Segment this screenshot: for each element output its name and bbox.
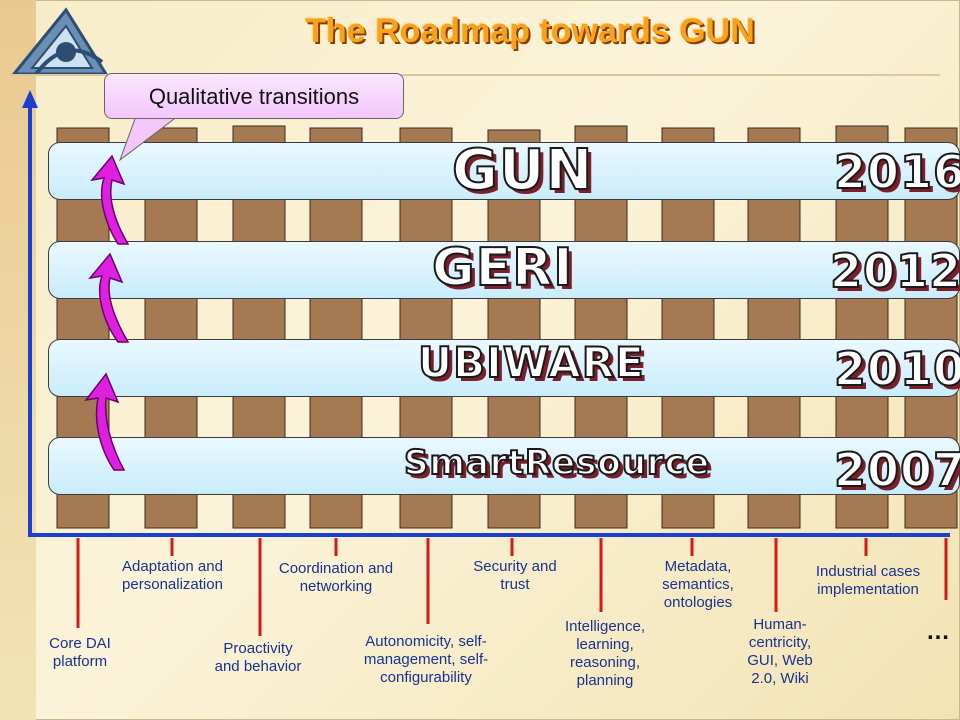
transition-arrow-icon: [84, 372, 126, 471]
stage-year-2016: 2016: [833, 144, 960, 200]
stage-name-smartresource: SmartResource: [403, 442, 710, 484]
topic-human-centricity: Human-centricity, GUI, Web 2.0, Wiki: [747, 616, 813, 687]
topic-industrial-cases: Industrial cases implementation: [815, 563, 921, 598]
title-rule: [10, 74, 940, 76]
topic-security-trust: Security and trust: [473, 558, 557, 593]
topic-metadata-semantics: Metadata, semantics, ontologies: [662, 558, 734, 611]
axes: [28, 100, 950, 537]
stage-band-gun: [48, 142, 960, 200]
transition-arrow-icon: [88, 252, 130, 343]
slide-title: The Roadmap towards GUN: [305, 12, 755, 50]
more-topics-ellipsis: …: [926, 618, 950, 645]
stage-year-2007: 2007: [833, 442, 960, 498]
topic-coordination-networking: Coordination and networking: [278, 560, 394, 595]
topic-proactivity-behavior: Proactivity and behavior: [214, 640, 302, 675]
stage-band-smartresource: [48, 437, 960, 495]
y-axis-arrowhead: [22, 90, 38, 108]
stage-year-2012: 2012: [829, 243, 960, 299]
transition-arrow-icon: [90, 154, 130, 245]
topic-ticks: [76, 538, 948, 636]
stage-band-ubiware: [48, 339, 960, 397]
qualitative-transitions-callout: Qualitative transitions: [104, 73, 404, 119]
stage-name-ubiware: UBIWARE: [417, 337, 645, 388]
topic-core-dai-platform: Core DAI platform: [49, 635, 111, 670]
stage-band-geri: [48, 241, 960, 299]
topic-intelligence-learning: Intelligence, learning, reasoning, plann…: [564, 618, 646, 689]
topic-autonomicity: Autonomicity, self-management, self-conf…: [363, 633, 489, 686]
stage-year-2010: 2010: [833, 341, 960, 397]
stage-name-gun: GUN: [451, 137, 594, 204]
topic-adaptation-personalization: Adaptation and personalization: [122, 558, 223, 593]
stage-name-geri: GERI: [431, 237, 574, 299]
